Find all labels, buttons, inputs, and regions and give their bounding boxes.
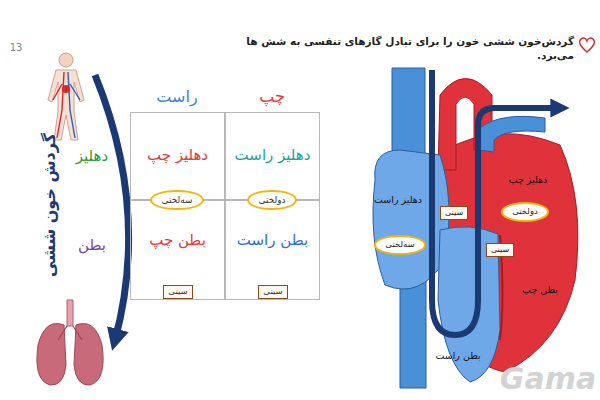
bronchi	[58, 326, 82, 340]
node-text: سه‌لختی	[385, 240, 414, 250]
column-header: راست	[156, 88, 197, 106]
node-text: سینی	[263, 287, 282, 297]
body-figure	[48, 53, 84, 140]
artery-lines	[53, 72, 64, 138]
chamber-label: بطن راست	[435, 351, 480, 361]
node-text: سه‌لختی	[161, 195, 192, 205]
table-cell: بطن چپ سینی	[130, 200, 225, 300]
pulmonary-artery	[478, 116, 545, 152]
row-header: دهلیز	[76, 148, 108, 165]
valve-oval: سه‌لختی	[374, 235, 425, 255]
node-text: سینی	[491, 245, 509, 254]
node-text: دولختی	[512, 207, 538, 217]
valve-box: سینی	[163, 285, 192, 299]
vein-lines	[68, 72, 80, 138]
figure-heart	[62, 85, 70, 93]
valve-oval: سه‌لختی	[150, 190, 203, 210]
node-text: بطن چپ	[149, 232, 206, 249]
valve-oval: دولختی	[501, 202, 549, 222]
chamber-label: دهلیز چپ	[509, 175, 548, 185]
right-atrium	[373, 150, 449, 289]
figure-head	[59, 53, 73, 67]
chamber-label: بطن چپ	[522, 285, 558, 295]
node-text: سینی	[445, 208, 463, 217]
valve-oval: دولختی	[247, 190, 296, 210]
trachea	[67, 300, 73, 326]
column-header: چپ	[259, 88, 285, 106]
node-text: سینی	[168, 287, 187, 297]
valve-box: سینی	[486, 243, 514, 256]
node-text: بطن راست	[237, 232, 308, 249]
lungs	[37, 300, 103, 385]
vertical-heading: گردش خون ششی	[41, 133, 59, 277]
row-header: بطن	[78, 237, 106, 254]
node-text: دولختی	[258, 195, 285, 205]
inferior-vena-cava	[400, 275, 426, 388]
node-text: دهلیز چپ	[147, 147, 208, 164]
node-text: دهلیز راست	[235, 147, 311, 164]
valve-box: سینی	[258, 285, 287, 299]
flow-arrow	[95, 75, 129, 340]
table-cell: دهلیز چپ	[130, 112, 225, 200]
table-cell: بطن راست سینی	[225, 200, 320, 300]
heart-icon	[580, 38, 595, 52]
left-lung	[37, 324, 66, 385]
heart-flow-arrow	[432, 70, 560, 335]
aorta	[438, 79, 492, 171]
right-lung	[74, 324, 103, 385]
valve-box: سینی	[440, 206, 468, 219]
heart-illustration	[373, 68, 578, 388]
slide-title: گردش‌خون ششی خون را برای تبادل گازهای تن…	[244, 34, 574, 62]
watermark: Gama	[500, 362, 596, 395]
chamber-label: دهلیز راست	[374, 195, 422, 205]
table-cell: دهلیز راست	[225, 112, 320, 200]
page-number: 13	[10, 42, 23, 53]
figure-body	[48, 70, 84, 140]
